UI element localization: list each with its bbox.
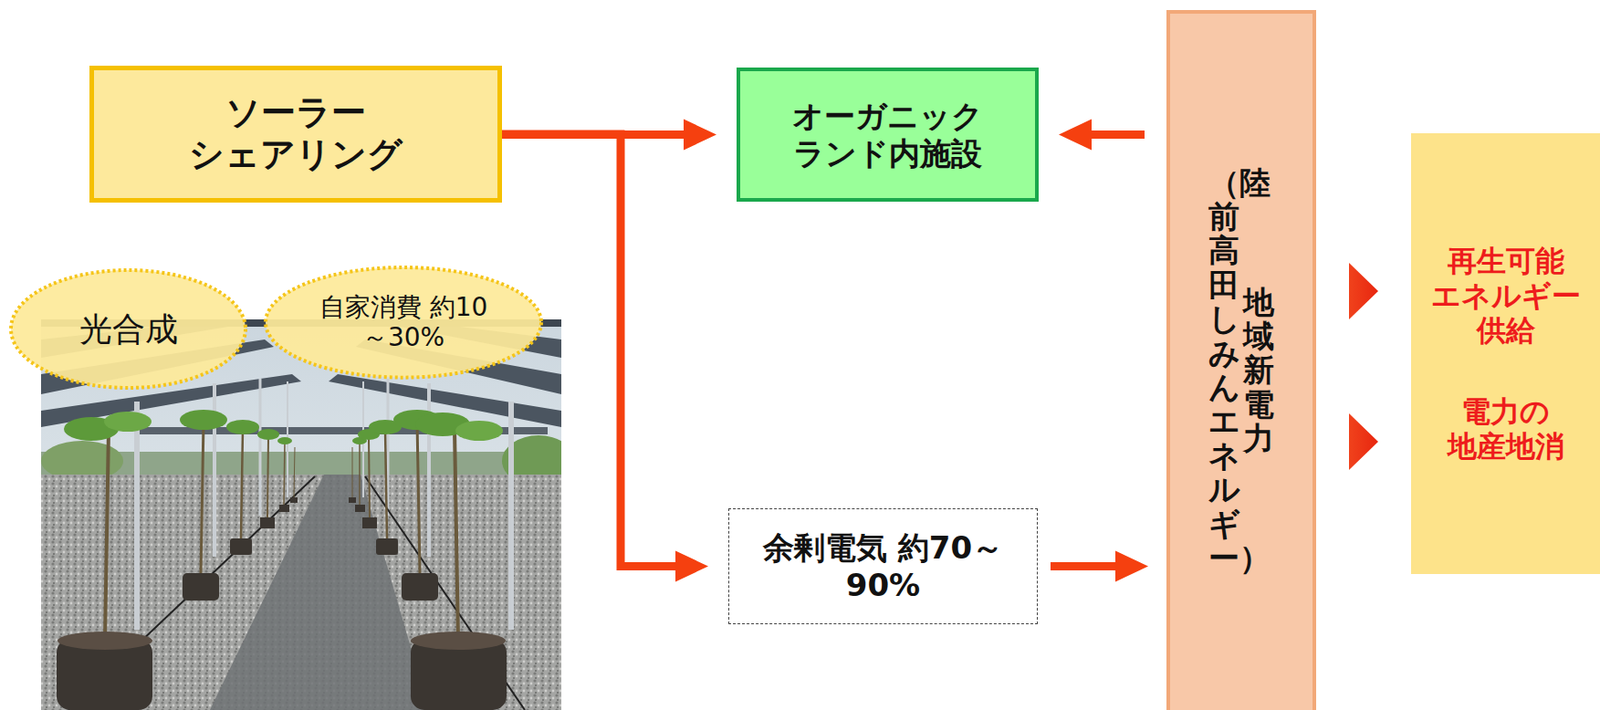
plant-leaf [104, 411, 152, 432]
plant-pot [348, 497, 356, 503]
outcome-label: 再生可能 エネルギー 供給 [1421, 243, 1590, 349]
plant-pot [355, 504, 366, 513]
plant-pot [410, 631, 506, 650]
flow-triangle [1349, 262, 1379, 320]
flow-arrow [501, 134, 709, 583]
plant-stem [368, 436, 370, 518]
arrow-line [1089, 130, 1145, 139]
photo-gravel [41, 474, 562, 710]
plant-stem [454, 428, 459, 641]
plant-stem [352, 447, 354, 498]
outcome-panel: 再生可能 エネルギー 供給電力の 地産地消 [1411, 133, 1600, 575]
arrow-line [1050, 562, 1118, 571]
plant-pot [260, 517, 275, 529]
box-label: オーガニック ランド内施設 [783, 97, 994, 173]
plant-pot [230, 538, 252, 555]
oval-shape [10, 270, 246, 388]
drip-pipe [365, 476, 525, 710]
plant-stem [200, 421, 204, 574]
plant-stem [267, 436, 269, 518]
photo-walkway [209, 474, 429, 710]
panel-post [134, 401, 140, 630]
callout-oval: 光合成 [8, 267, 249, 391]
plant-stem [104, 428, 109, 641]
plant-stem [385, 428, 387, 539]
outcome-label: 電力の 地産地消 [1421, 394, 1590, 465]
box-label: 余剰電気 約70～90% [760, 529, 1007, 605]
facility-box: オーガニック ランド内施設 [736, 67, 1039, 202]
plant-stem [417, 421, 420, 574]
plant-leaf [455, 420, 503, 441]
box-label: ソーラー シェアリング [177, 92, 415, 176]
oval-label: 自家消費 約10～30% [312, 292, 495, 354]
plant-leaf [179, 409, 228, 430]
flow-arrow [1058, 119, 1145, 151]
plant-pot [376, 538, 398, 555]
oval-label: 光合成 [79, 309, 178, 349]
arrow-line [501, 134, 678, 567]
process-box: ソーラー シェアリング [89, 65, 502, 203]
plant-leaf [277, 437, 293, 445]
panel-post [427, 383, 431, 557]
panel-post [508, 401, 514, 630]
arrow-head [675, 551, 709, 583]
plant-pot [279, 504, 290, 513]
panel-post [259, 378, 262, 516]
supplier-band: 地域新電力（陸前高田しみんエネルギー） [1166, 10, 1317, 710]
plant-pot [401, 573, 439, 601]
vertical-label: （陸前高田しみんエネルギー） [1208, 166, 1240, 576]
plant-leaf [226, 419, 260, 435]
plant-pot [290, 497, 298, 503]
plant-stem [240, 428, 243, 539]
arrow-head [1058, 119, 1092, 151]
plant-pot [182, 573, 220, 601]
arrow-head [1115, 551, 1149, 583]
vertical-label: 地域新電力 [1243, 285, 1275, 457]
plant-leaf [257, 428, 280, 440]
plant-pot [57, 631, 153, 650]
plant-pot [362, 517, 377, 529]
panel-post [212, 383, 217, 557]
oval-shape [265, 267, 542, 378]
plant-stem [283, 442, 285, 505]
callout-oval: 自家消費 約10～30% [262, 264, 544, 381]
surplus-box: 余剰電気 約70～90% [728, 508, 1038, 625]
flow-triangle [1349, 413, 1379, 471]
plant-stem [293, 447, 295, 498]
plant-stem [358, 442, 361, 505]
flow-arrow [1050, 551, 1149, 583]
arrow-head [683, 119, 717, 151]
plant-row [56, 409, 507, 710]
